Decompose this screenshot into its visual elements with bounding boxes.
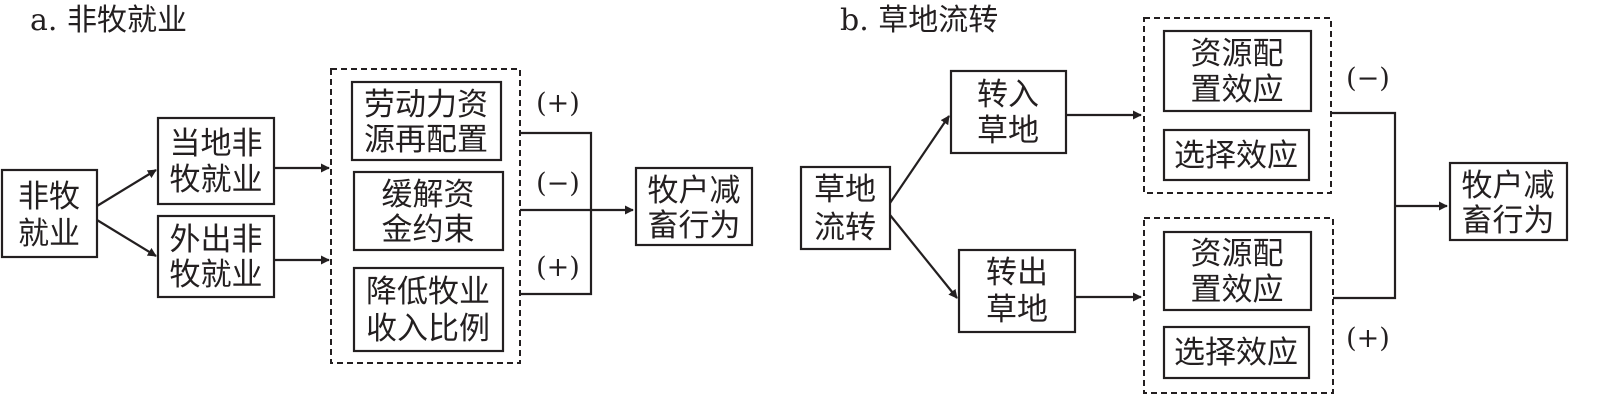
node-destocking-b: 牧户减 畜行为: [1448, 161, 1569, 242]
node-local-employment: 当地非 牧就业: [156, 116, 276, 206]
node-capital-constraint-line2: 金约束: [382, 212, 475, 248]
node-capital-constraint: 缓解资 金约束: [352, 170, 505, 252]
node-labor-reallocation: 劳动力资 源再配置: [350, 80, 503, 162]
sign-transfer-in: (−): [1346, 63, 1390, 94]
node-grassland-transfer: 草地 流转: [799, 165, 892, 251]
panel-b-title: b. 草地流转: [840, 3, 998, 38]
sign-transfer-out: (+): [1346, 323, 1390, 354]
panel-b: b. 草地流转 草地 流转 转入 草地 转出 草地 资源配 置效应 选择效: [799, 3, 1569, 394]
arrow-root-to-out: [889, 214, 958, 299]
node-nonpastoral-employment-line2: 就业: [18, 216, 80, 252]
node-labor-reallocation-line2: 源再配置: [364, 122, 488, 158]
node-out-allocation: 资源配 置效应: [1162, 230, 1313, 312]
node-in-allocation: 资源配 置效应: [1162, 29, 1313, 113]
arrow-root-to-in: [889, 115, 950, 204]
node-out-selection-label: 选择效应: [1174, 335, 1298, 371]
node-destocking-a-line2: 畜行为: [648, 208, 741, 244]
node-labor-reallocation-line1: 劳动力资: [364, 87, 488, 123]
node-in-allocation-line2: 置效应: [1191, 72, 1284, 108]
node-destocking-b-line1: 牧户减: [1462, 168, 1555, 204]
node-transfer-in-line2: 草地: [977, 113, 1039, 149]
panel-a-title: a. 非牧就业: [30, 3, 187, 38]
node-transfer-out-line2: 草地: [986, 292, 1048, 328]
node-transfer-out-line1: 转出: [986, 255, 1048, 291]
node-out-selection: 选择效应: [1162, 325, 1311, 380]
node-local-employment-line1: 当地非: [170, 126, 263, 162]
node-destocking-b-line2: 畜行为: [1462, 203, 1555, 239]
node-destocking-a-line1: 牧户减: [648, 173, 741, 209]
bracket-b: [1331, 111, 1397, 300]
node-out-allocation-line1: 资源配: [1191, 236, 1284, 272]
panel-a: a. 非牧就业 非牧 就业 当地非 牧就业 外出非 牧就业 劳动力资 源再配置: [0, 3, 754, 364]
node-nonpastoral-employment-line1: 非牧: [18, 179, 80, 215]
effect-group-out: [1143, 217, 1334, 394]
node-in-allocation-line1: 资源配: [1191, 36, 1284, 72]
node-in-selection-label: 选择效应: [1174, 138, 1298, 174]
bracket-a: [520, 131, 593, 296]
node-in-selection: 选择效应: [1162, 128, 1311, 182]
node-income-share: 降低牧业 收入比例: [352, 266, 505, 353]
node-outside-employment-line2: 牧就业: [170, 257, 263, 293]
mechanism-group-a: [330, 68, 521, 364]
node-transfer-in: 转入 草地: [949, 69, 1068, 155]
sign-income: (+): [536, 252, 580, 283]
node-transfer-out: 转出 草地: [957, 248, 1077, 334]
node-destocking-a: 牧户减 畜行为: [634, 166, 754, 247]
effect-group-in: [1143, 17, 1332, 194]
node-transfer-in-line1: 转入: [977, 77, 1039, 113]
node-nonpastoral-employment: 非牧 就业: [0, 168, 99, 259]
node-income-share-line1: 降低牧业: [366, 274, 490, 310]
sign-labor: (+): [536, 88, 580, 119]
node-grassland-transfer-line1: 草地: [814, 172, 876, 208]
sign-capital: (−): [536, 168, 580, 199]
arrow-root-to-outside: [96, 219, 157, 257]
arrow-root-to-local: [96, 169, 157, 207]
node-grassland-transfer-line2: 流转: [814, 210, 876, 246]
node-local-employment-line2: 牧就业: [170, 162, 263, 198]
node-capital-constraint-line1: 缓解资: [382, 177, 475, 213]
node-outside-employment-line1: 外出非: [170, 222, 263, 258]
node-out-allocation-line2: 置效应: [1191, 272, 1284, 308]
node-outside-employment: 外出非 牧就业: [156, 214, 276, 299]
node-income-share-line2: 收入比例: [366, 311, 490, 347]
